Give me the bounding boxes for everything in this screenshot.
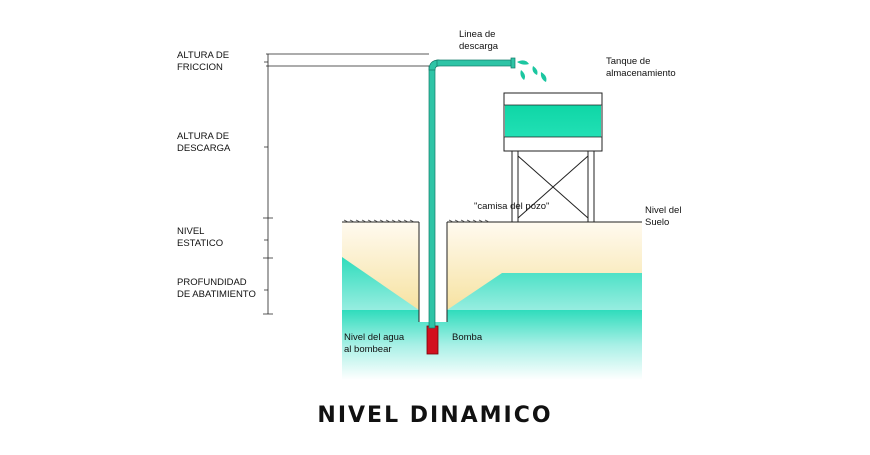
label-altura-friccion-1: ALTURA DE <box>177 50 229 61</box>
tower-leg-left <box>511 150 519 223</box>
vertical-pipe <box>428 65 436 329</box>
groundwater-below <box>342 310 642 380</box>
tower-brace-2 <box>517 155 589 219</box>
pump <box>426 325 439 355</box>
discharge-nozzle <box>510 57 516 69</box>
label-nivel-suelo-2: Suelo <box>645 217 669 228</box>
label-tanque-1: Tanque de <box>606 56 650 67</box>
label-altura-descarga-1: ALTURA DE <box>177 131 229 142</box>
dim-brace <box>263 54 273 315</box>
label-bomba: Bomba <box>452 332 483 343</box>
label-altura-friccion-2: FRICCION <box>177 62 223 73</box>
tower-leg-right <box>587 150 595 223</box>
label-nivel-estatico-2: ESTATICO <box>177 238 223 249</box>
label-nivel-agua-2: al bombear <box>344 344 392 355</box>
water-drop-3 <box>532 66 538 75</box>
ground-hatch <box>343 219 490 223</box>
label-tanque-2: almacenamiento <box>606 68 676 79</box>
label-profundidad-1: PROFUNDIDAD <box>177 277 247 288</box>
label-linea-descarga-1: Linea de <box>459 29 495 40</box>
label-linea-descarga-2: descarga <box>459 41 499 52</box>
label-camisa-pozo: "camisa del pozo" <box>474 201 549 212</box>
diagram-title: NIVEL DINAMICO <box>317 403 552 428</box>
water-drop-2 <box>520 70 525 80</box>
label-altura-descarga-2: DESCARGA <box>177 143 231 154</box>
water-drop-4 <box>540 72 547 82</box>
discharge-pipe <box>436 59 515 67</box>
label-nivel-estatico-1: NIVEL <box>177 226 204 237</box>
label-nivel-suelo-1: Nivel del <box>645 205 681 216</box>
tank-water <box>505 105 601 137</box>
label-nivel-agua-1: Nivel del agua <box>344 332 405 343</box>
water-drop-1 <box>517 60 529 65</box>
label-profundidad-2: DE ABATIMIENTO <box>177 289 256 300</box>
